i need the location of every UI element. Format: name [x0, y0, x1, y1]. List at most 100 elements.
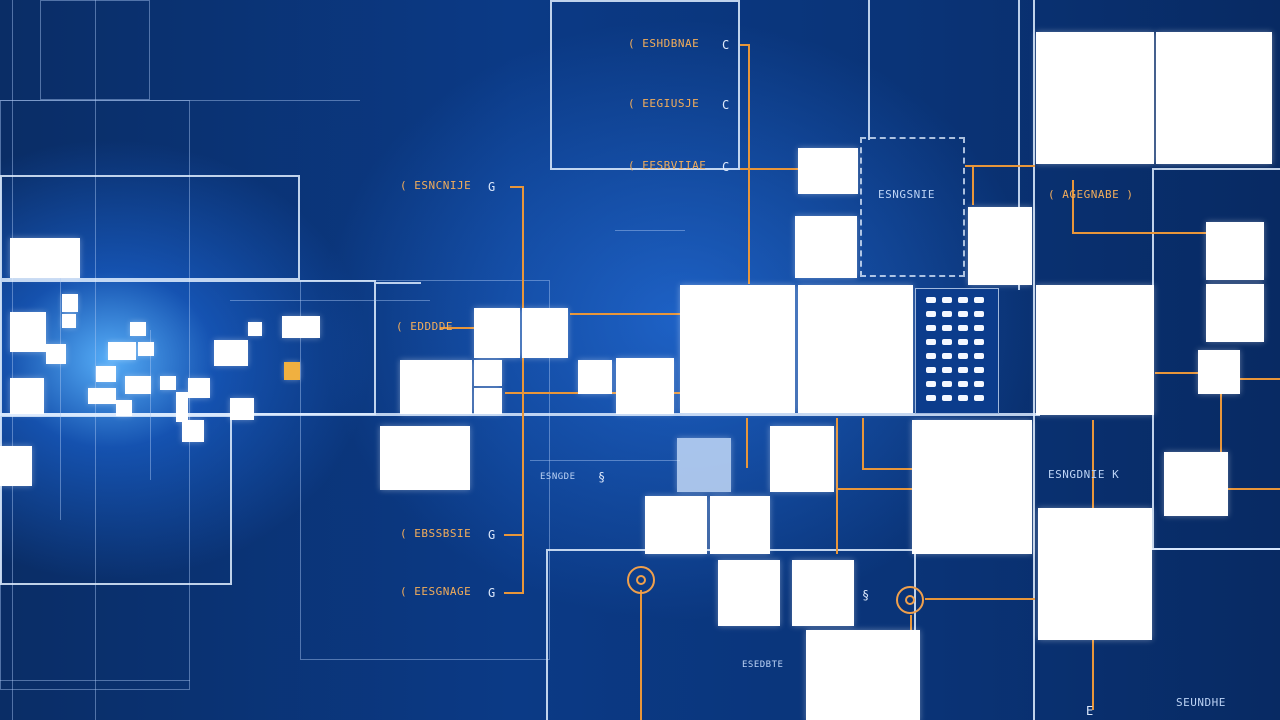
component-block — [1206, 284, 1264, 342]
dotted-line — [1018, 0, 1020, 290]
component-block — [214, 340, 248, 366]
orange-connector — [746, 418, 748, 468]
component-block — [795, 216, 857, 278]
connector-glyph: G — [488, 586, 496, 600]
orange-connector — [570, 313, 680, 315]
orange-connector — [925, 598, 1035, 600]
component-block — [116, 400, 132, 416]
chip-pin — [942, 297, 952, 303]
circuit-frame — [0, 415, 232, 585]
chip-pin — [958, 395, 968, 401]
chip-pin — [958, 325, 968, 331]
component-block — [1036, 285, 1154, 415]
component-block — [474, 308, 520, 358]
component-block — [806, 630, 920, 720]
component-block — [10, 312, 46, 352]
component-block — [474, 360, 502, 386]
component-block — [1038, 508, 1152, 640]
component-block — [474, 388, 502, 414]
component-label: ( ESNCNIJE — [400, 179, 472, 192]
orange-connector — [1092, 640, 1094, 710]
component-block — [125, 376, 151, 394]
chip-pin — [942, 353, 952, 359]
chip-pin — [926, 353, 936, 359]
grid-line — [0, 100, 360, 101]
chip-array-panel — [915, 288, 999, 414]
chip-pin — [958, 339, 968, 345]
component-block — [88, 388, 116, 404]
circuit-frame — [0, 175, 300, 280]
chip-pin — [926, 297, 936, 303]
component-block — [1206, 222, 1264, 280]
chip-pin — [974, 339, 984, 345]
component-block — [176, 392, 188, 422]
wire — [150, 330, 151, 480]
circuit-frame — [1033, 0, 1280, 720]
component-label: ( EEGIUSJE — [628, 97, 700, 110]
chip-pin — [958, 297, 968, 303]
orange-connector — [972, 165, 974, 205]
component-block — [770, 426, 834, 492]
component-label: ( ESHDBNAE — [628, 37, 700, 50]
chip-pin — [926, 311, 936, 317]
grid-line — [12, 0, 13, 720]
circuit-frame — [550, 0, 740, 170]
component-block — [96, 366, 116, 382]
component-block — [188, 378, 210, 398]
component-block — [710, 496, 770, 554]
component-block — [1198, 350, 1240, 394]
component-block — [680, 285, 795, 413]
chip-pin — [974, 381, 984, 387]
component-label: ( EBSSBSIE — [400, 527, 472, 540]
connector-glyph: E — [1086, 704, 1094, 718]
chip-pin — [958, 381, 968, 387]
dashed-frame — [860, 137, 965, 277]
component-block — [46, 344, 66, 364]
connector-glyph: C — [722, 38, 730, 52]
component-label: ESEDBTE — [742, 660, 784, 670]
glass-block — [677, 438, 731, 492]
component-label: ( EDDDDE — [396, 320, 453, 333]
chip-pin — [974, 325, 984, 331]
component-block — [1036, 32, 1154, 164]
component-block — [400, 360, 472, 414]
component-block — [380, 426, 470, 490]
component-label: ( EESGNAGE — [400, 585, 472, 598]
component-label: ESNGSNIE — [878, 188, 935, 201]
component-block — [792, 560, 854, 626]
component-block — [578, 360, 612, 394]
component-block — [0, 446, 32, 486]
chip-pin — [974, 311, 984, 317]
bus-line — [1152, 548, 1280, 550]
orange-connector — [1220, 394, 1222, 454]
orange-connector — [748, 44, 750, 284]
component-block — [230, 398, 254, 420]
orange-connector — [440, 327, 476, 329]
orange-connector — [1092, 420, 1094, 508]
orange-connector — [836, 488, 914, 490]
connector-glyph: C — [722, 160, 730, 174]
orange-connector — [522, 186, 524, 594]
chip-pin — [974, 395, 984, 401]
orange-connector — [510, 186, 524, 188]
component-block — [62, 294, 78, 312]
orange-connector — [504, 592, 524, 594]
component-block — [138, 342, 154, 356]
capacitor-ring-icon — [627, 566, 655, 594]
component-label: SEUNDHE — [1176, 696, 1226, 709]
chip-pin — [958, 367, 968, 373]
component-block — [10, 378, 44, 414]
chip-pin — [942, 311, 952, 317]
grid-line — [95, 0, 96, 720]
component-block — [282, 316, 320, 338]
component-block — [182, 420, 204, 442]
component-block — [160, 376, 176, 390]
component-block — [798, 285, 913, 413]
bus-line — [376, 282, 421, 284]
component-block — [1164, 452, 1228, 516]
background-frame — [40, 0, 150, 100]
component-block — [968, 207, 1032, 285]
component-label: ( EESBVIIAE — [628, 159, 707, 172]
wire — [60, 270, 61, 520]
